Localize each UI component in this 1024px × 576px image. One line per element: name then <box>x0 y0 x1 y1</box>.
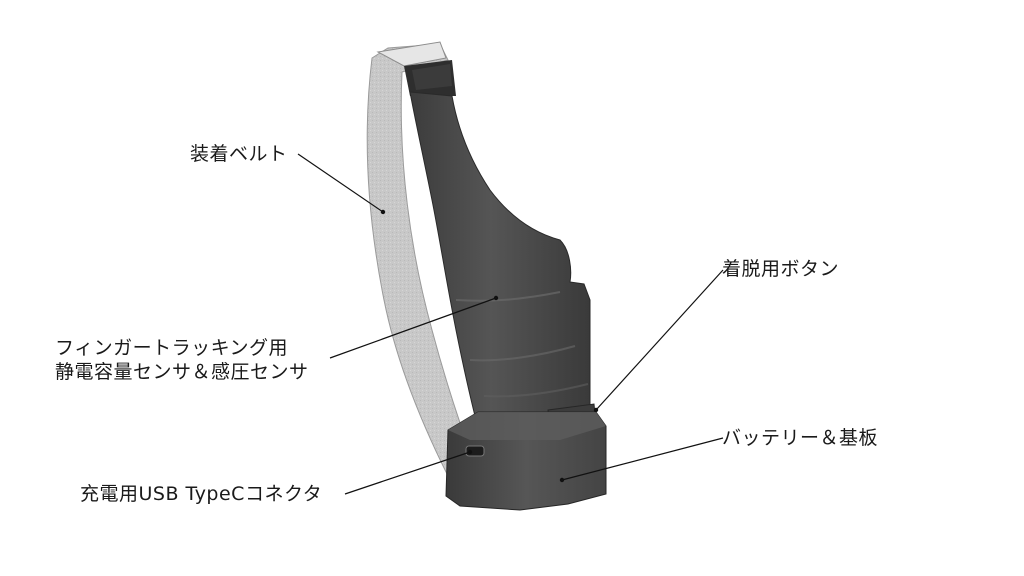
leader-sensor <box>329 297 497 359</box>
leader-battery <box>561 437 724 481</box>
label-usb-connector: 充電用USB TypeCコネクタ <box>80 483 323 505</box>
label-finger-tracking-sensor: フィンガートラッキング用 静電容量センサ＆感圧センサ <box>55 336 309 384</box>
strap-clip <box>376 41 447 67</box>
label-sensor-line-1: フィンガートラッキング用 <box>55 337 289 359</box>
leader-button <box>595 269 724 411</box>
leader-belt <box>297 153 384 213</box>
label-battery-board: バッテリー＆基板 <box>722 427 879 449</box>
label-belt: 装着ベルト <box>190 143 288 165</box>
label-sensor-line-2: 静電容量センサ＆感圧センサ <box>55 361 309 383</box>
leader-usb <box>344 451 471 495</box>
label-release-button: 着脱用ボタン <box>722 258 840 280</box>
